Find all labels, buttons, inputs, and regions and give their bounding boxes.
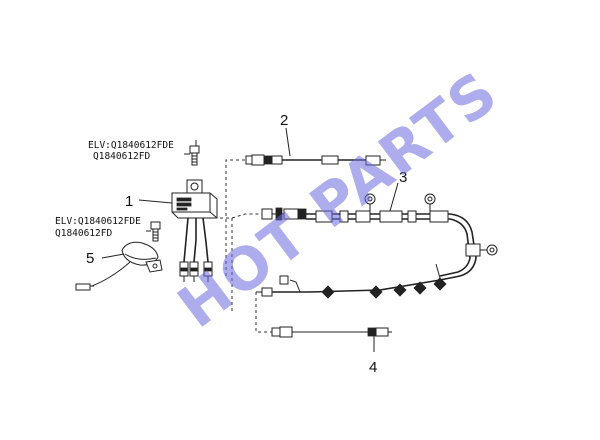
mounting-bolt-lower [150,221,161,242]
part-number-upper-line1: ELV:Q1840612FDE [88,140,174,151]
callout-4: 4 [369,359,377,376]
leader-lines [101,127,399,352]
callout-2: 2 [280,112,288,129]
cable-assembly-2 [225,154,386,276]
part-number-lower-line1: ELV:Q1840612FDE [55,216,141,227]
control-unit [171,179,218,282]
callout-1: 1 [125,193,133,210]
part-number-upper-line2: Q1840612FD [93,151,150,162]
part-number-label-upper: ELV:Q1840612FDE Q1840612FD [88,140,174,162]
antenna-sensor [75,241,163,291]
main-harness-3 [214,193,498,312]
mounting-bolt-upper [189,145,200,166]
callout-5: 5 [86,250,94,267]
part-number-lower-line2: Q1840612FD [55,228,112,239]
cable-assembly-4 [255,292,392,338]
callout-3: 3 [399,169,407,186]
part-number-label-lower: ELV:Q1840612FDE Q1840612FD [55,216,141,239]
